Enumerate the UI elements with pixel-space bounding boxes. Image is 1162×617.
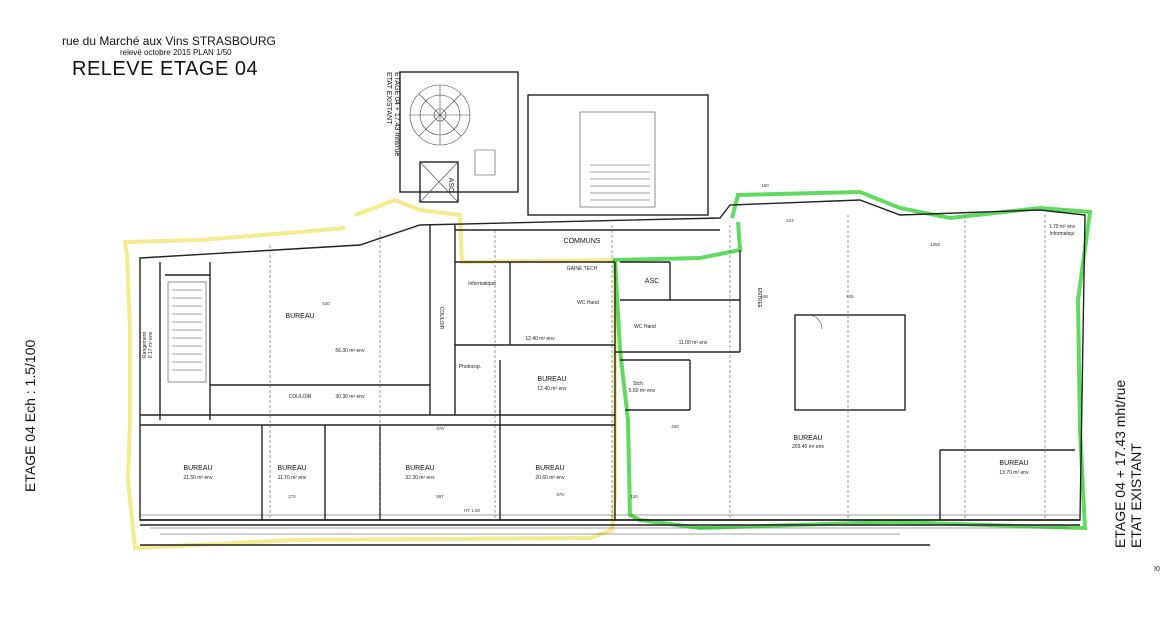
dim-224: 224 — [786, 218, 794, 223]
dim-ht: HT 1.60 — [464, 508, 480, 513]
structural-grid — [269, 215, 1046, 520]
area-stock: 5.60 m² env — [629, 388, 656, 394]
area-bureau-right: 13.70 m² env — [999, 470, 1029, 476]
dim-445: 445 — [846, 294, 854, 299]
yellow-highlight-outline — [122, 197, 617, 551]
area-informatique-right: 1.70 m² env — [1049, 224, 1076, 230]
level-label-right: ETAGE 04 + 17.43 mht/rue ETAT EXISTANT — [1112, 380, 1144, 548]
label-bureau-b2: BUREAU — [277, 465, 306, 472]
plan-address: rue du Marché aux Vins STRASBOURG — [62, 34, 276, 48]
area-bureau-b2: 11.70 m² env — [278, 475, 307, 481]
label-rangement: Rangement — [142, 331, 148, 357]
area-bureau-mid: 12.40 m² env — [537, 386, 567, 392]
dim-1250: 1250 — [930, 242, 941, 247]
plan-title: RELEVE ETAGE 04 — [72, 58, 259, 80]
main-stairwell — [527, 94, 709, 216]
label-couloir: COULOIR — [289, 394, 312, 400]
label-communs: COMMUNS — [564, 238, 601, 245]
central-core — [794, 314, 906, 411]
dim-470: 470 — [556, 492, 564, 497]
area-bureau-large: 203.40 m² env — [792, 444, 824, 450]
label-photocop: Photocop. — [459, 364, 482, 370]
dim-597: 597 — [436, 494, 444, 499]
level-label-right-line2: ETAT EXISTANT — [1128, 443, 1144, 548]
label-bureau-b3: BUREAU — [405, 465, 434, 472]
label-bureau-b1: BUREAU — [183, 465, 212, 472]
area-rangement: 0.17 m² env — [148, 331, 154, 358]
dim-440: 440 — [322, 301, 330, 306]
label-informatique-right: Informatiqu — [1049, 231, 1074, 237]
dim-370: 370 — [436, 426, 444, 431]
level-label-top-line2: ETAT EXISTANT — [385, 72, 392, 125]
label-stock: Stch — [633, 381, 643, 387]
area-couloir: 30.30 m² env — [335, 394, 365, 400]
label-bureau-mid: BUREAU — [537, 376, 566, 383]
window-band — [140, 514, 1080, 535]
label-asc-top: ASC — [447, 178, 454, 192]
label-bureau-large: BUREAU — [793, 435, 822, 442]
scale-label: ETAGE 04 Ech : 1.5/100 — [22, 339, 38, 492]
area-bureau-main: 56.30 m² env — [335, 348, 365, 354]
corner-mark: I0 — [1154, 566, 1160, 573]
stair-left — [167, 281, 207, 383]
level-label-top: ETAGE 04 + 17.43 mht/rue ETAT EXISTANT — [384, 72, 400, 156]
area-wc2: 11.00 m² env — [679, 340, 708, 346]
label-asc: ASC — [645, 278, 659, 285]
street-facade — [140, 519, 1080, 546]
label-bureau-right: BUREAU — [999, 460, 1028, 467]
label-bureau-b4: BUREAU — [535, 465, 564, 472]
level-label-top-line1: ETAGE 04 + 17.43 mht/rue — [393, 72, 400, 157]
dim-120: 120 — [630, 494, 638, 499]
dim-440b: 440 — [671, 424, 679, 429]
label-couloir-vertical: COULOIR — [438, 307, 444, 330]
outer-wall — [139, 199, 1086, 521]
area-bureau-b4: 20.60 m² env — [535, 475, 565, 481]
label-informatique: Informatique — [468, 281, 496, 287]
dim-274: 274 — [288, 494, 296, 499]
area-bureau-b3: 32.30 m² env — [405, 475, 435, 481]
label-bureau-main: BUREAU — [285, 313, 314, 320]
label-wc-hand-2: WC Hand — [634, 324, 656, 330]
level-label-right-line1: ETAGE 04 + 17.43 mht/rue — [1112, 379, 1128, 548]
interior-walls — [140, 225, 1075, 520]
area-bureau-b1: 21.50 m² env — [183, 475, 213, 481]
asc-top-shaft — [419, 161, 459, 203]
area-wc1: 12.40 m² env — [525, 336, 555, 342]
dim-448: 448 — [760, 294, 768, 299]
dim-160: 160 — [761, 183, 769, 188]
label-entree: ENTREE — [756, 288, 762, 309]
label-wc-hand-1: WC Hand — [577, 300, 599, 306]
stair-tower — [399, 71, 519, 193]
plan-survey-date: relevé octobre 2015 PLAN 1/50 — [120, 48, 232, 57]
label-gaine-tech: GAINE TECH — [567, 266, 598, 272]
